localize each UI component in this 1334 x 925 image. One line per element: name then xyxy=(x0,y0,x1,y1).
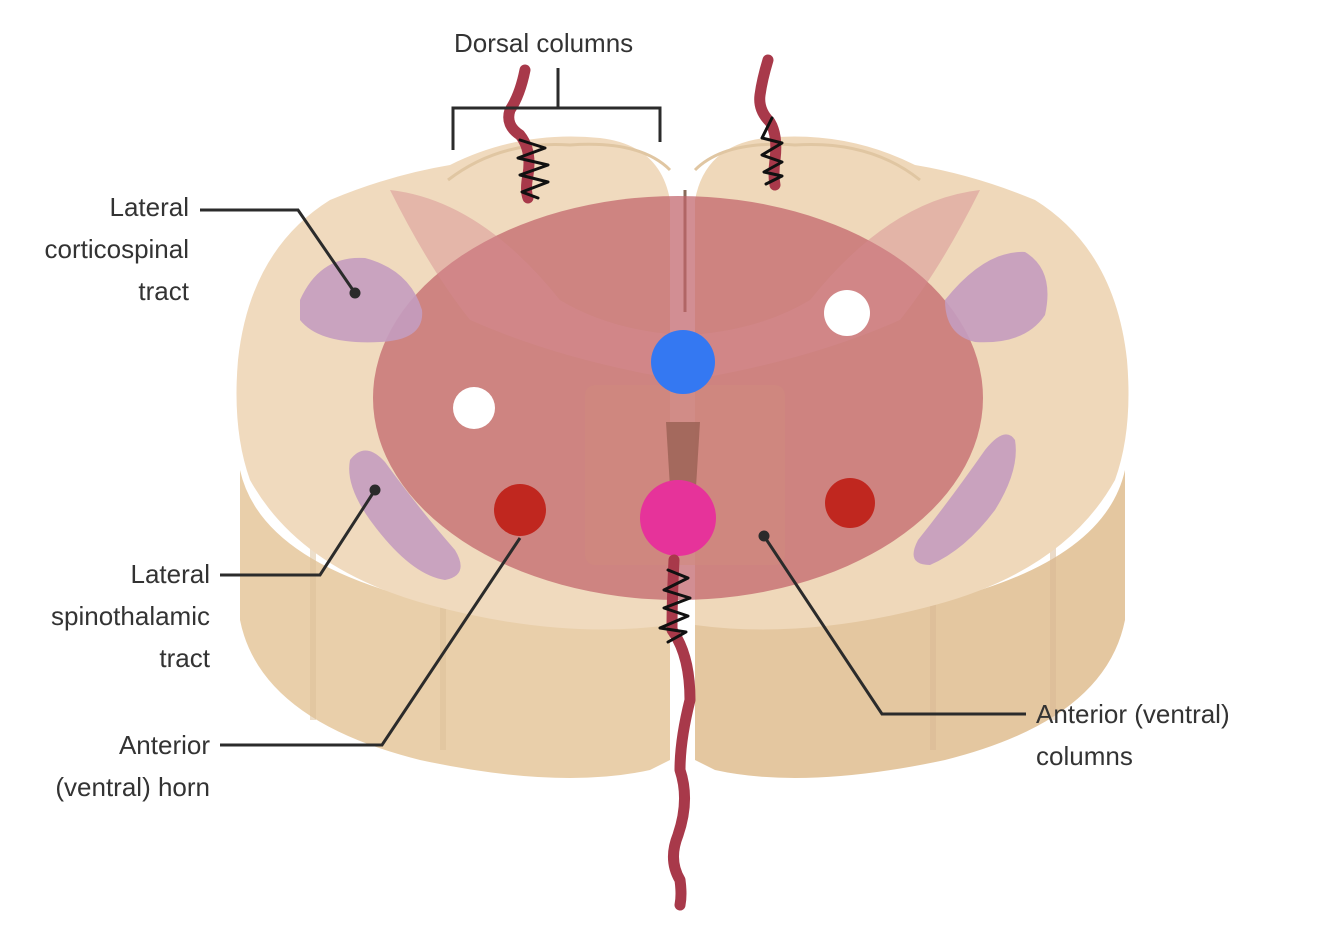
anterior-horn-marker-left xyxy=(494,484,546,536)
ventral-fiber-squiggle xyxy=(658,568,692,644)
leader-lateral-spinothalamic xyxy=(220,489,377,577)
cord-side-right xyxy=(695,360,1125,778)
leader-dot-anterior-columns xyxy=(758,530,770,542)
label-anterior-horn-line2: (ventral) horn xyxy=(55,772,210,802)
leader-lines xyxy=(200,208,1026,747)
label-lateral-spinothalamic-line3: tract xyxy=(159,643,210,673)
cord-shade-2 xyxy=(440,580,446,750)
cord-shade-3 xyxy=(930,580,936,750)
dorsal-fiber-right-squiggle xyxy=(760,116,784,186)
label-lateral-corticospinal-line1: Lateral xyxy=(109,192,190,222)
leader-anterior-horn xyxy=(220,537,522,747)
label-lateral-spinothalamic-line1: Lateral xyxy=(130,559,211,589)
dorsal-column-bump-left xyxy=(447,142,672,182)
lateral-corticospinal-tract-left xyxy=(300,257,423,343)
lateral-corticospinal-tract-right xyxy=(945,251,1048,343)
dorsal-fiber-left xyxy=(503,64,535,204)
cord-side-left xyxy=(240,360,670,778)
cord-shade-1 xyxy=(310,520,316,720)
dorsal-column-bump-right xyxy=(693,142,921,182)
label-lateral-spinothalamic-line2: spinothalamic xyxy=(51,601,210,631)
label-anterior-columns-line2: columns xyxy=(1036,741,1133,771)
label-dorsal-columns: Dorsal columns xyxy=(454,22,633,64)
cord-shade-4 xyxy=(1050,520,1056,720)
label-dorsal-columns-text: Dorsal columns xyxy=(454,28,634,58)
label-anterior-columns-line1: Anterior (ventral) xyxy=(1036,699,1230,729)
tracts xyxy=(300,251,1048,580)
label-lateral-corticospinal-line3: tract xyxy=(138,276,189,306)
bracket-bar xyxy=(451,106,662,150)
dorsal-columns-bracket xyxy=(451,68,662,150)
posterior-horn-left xyxy=(390,190,680,380)
anterior-column-lesion-marker xyxy=(640,480,716,556)
dorsal-horn-marker-left xyxy=(453,387,495,429)
nerve-fibers xyxy=(503,54,784,911)
label-lateral-corticospinal-line2: corticospinal xyxy=(44,234,189,264)
central-canal-marker xyxy=(651,330,715,394)
lateral-spinothalamic-tract-right xyxy=(913,434,1016,565)
lateral-spinothalamic-tract-left xyxy=(349,450,461,580)
leader-anterior-columns xyxy=(762,535,1026,716)
leader-dot-lateral-spinothalamic xyxy=(369,484,381,496)
dorsal-fiber-left-squiggle xyxy=(516,138,550,200)
label-anterior-columns: Anterior (ventral) columns xyxy=(1036,693,1230,777)
label-lateral-spinothalamic: Lateral spinothalamic tract xyxy=(51,553,210,679)
label-lateral-corticospinal: Lateral corticospinal tract xyxy=(44,186,189,312)
leader-lateral-corticospinal xyxy=(200,208,357,294)
leader-dot-lateral-corticospinal xyxy=(349,287,361,299)
markers xyxy=(453,290,875,556)
anterior-horn-marker-right xyxy=(825,478,875,528)
label-anterior-horn-line1: Anterior xyxy=(118,730,210,760)
dorsal-horn-marker-right xyxy=(824,290,870,336)
label-anterior-horn: Anterior (ventral) horn xyxy=(55,724,210,808)
cord-cylinder xyxy=(240,360,1125,778)
posterior-horn-right xyxy=(690,190,980,380)
